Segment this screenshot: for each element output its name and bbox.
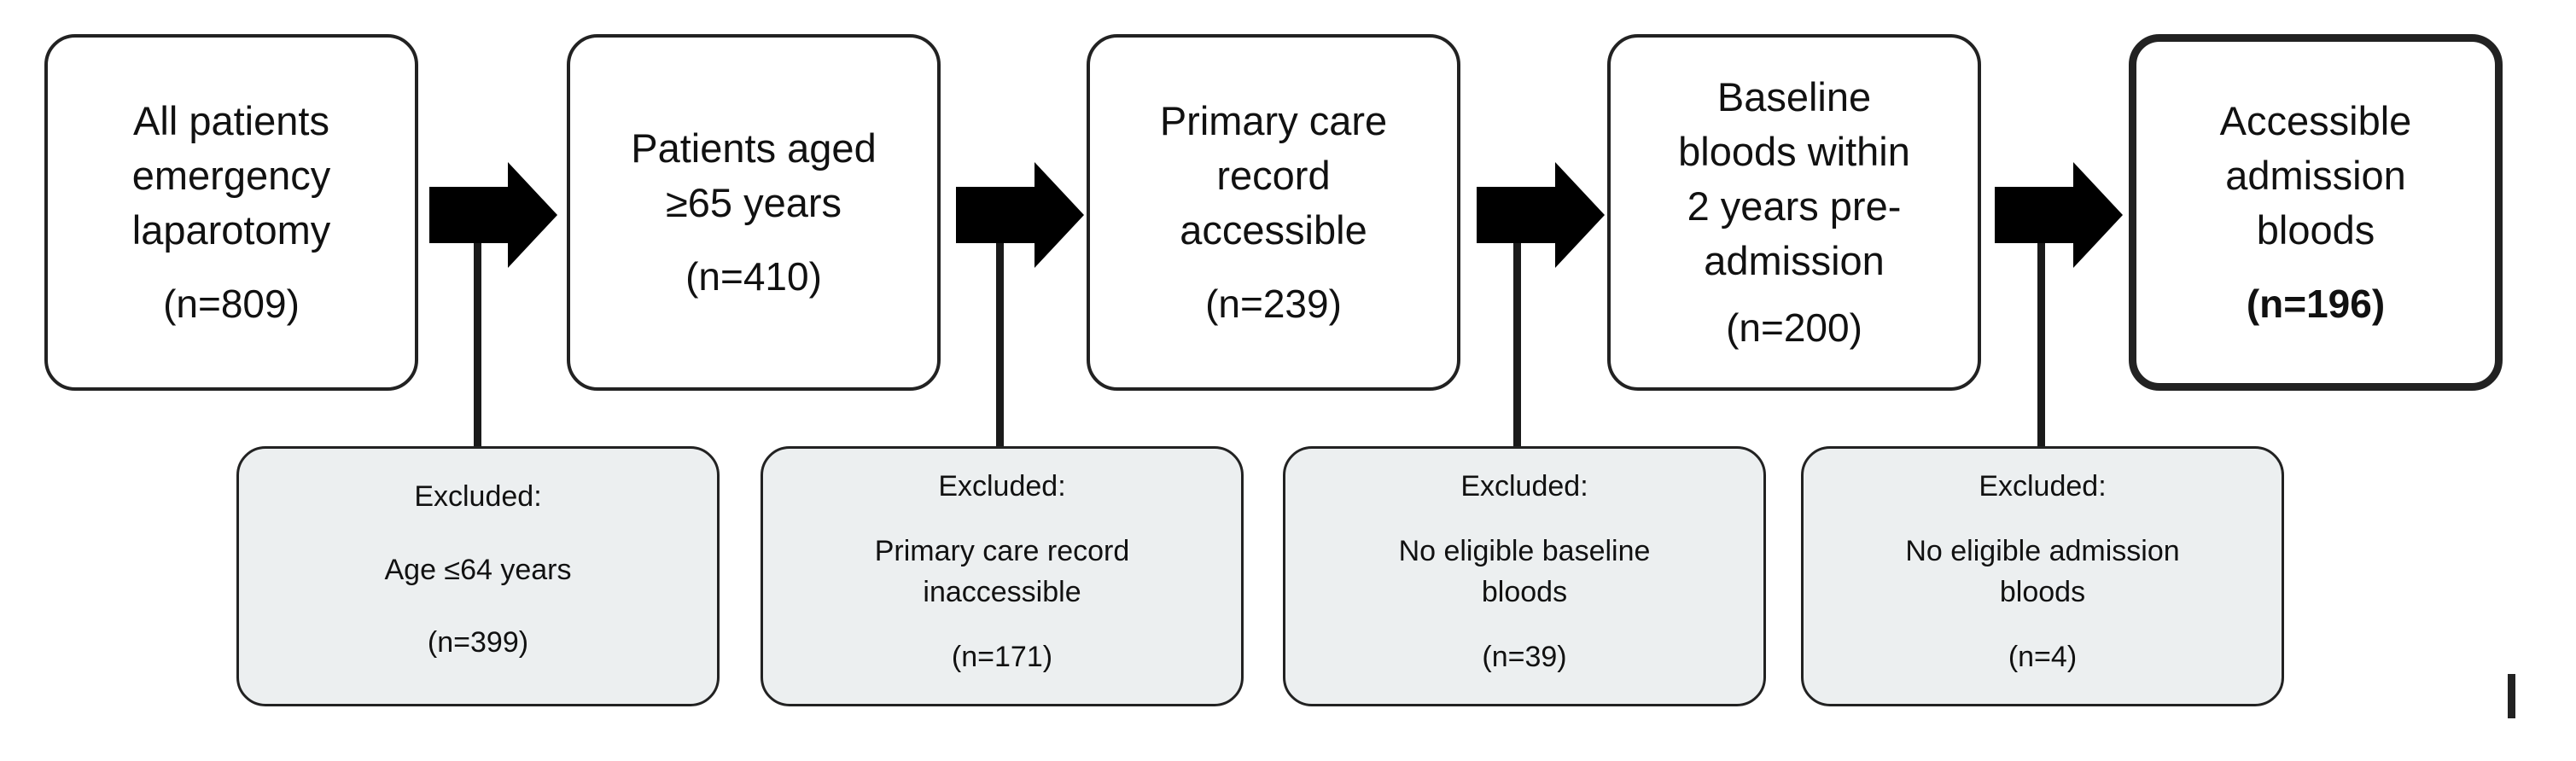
exclusion-heading: Excluded: [414, 480, 542, 513]
exclusion-reason-line: inaccessible [923, 576, 1081, 608]
exclusion-count: (n=39) [1482, 641, 1567, 673]
step-box-record-accessible: Primary care record accessible (n=239) [1087, 34, 1460, 391]
step-box-all-patients: All patients emergency laparotomy (n=809… [44, 34, 418, 391]
step-title-line: 2 years pre- [1687, 183, 1902, 229]
step-title-line: Baseline [1716, 74, 1872, 119]
step-count: (n=200) [1726, 305, 1862, 350]
step-title-line: emergency [131, 153, 331, 198]
step-title: Accessible admission bloods [2220, 94, 2412, 258]
connector-3 [1477, 162, 1605, 449]
step-title: Baseline bloods within 2 years pre- admi… [1678, 70, 1910, 288]
step-title: Primary care record accessible [1160, 94, 1387, 258]
step-title-line: Primary care [1159, 98, 1388, 143]
step-count: (n=410) [685, 254, 822, 299]
step-title-line: Accessible [2219, 98, 2412, 143]
exclusion-box-age: Excluded: Age ≤64 years (n=399) [236, 446, 720, 706]
step-box-baseline-bloods: Baseline bloods within 2 years pre- admi… [1607, 34, 1981, 391]
connector-1 [429, 162, 557, 449]
exclusion-reason: Age ≤64 years [239, 549, 717, 590]
exclusion-heading: Excluded: [1979, 470, 2107, 502]
step-title-line: ≥65 years [665, 180, 842, 225]
step-count: (n=239) [1205, 282, 1342, 326]
exclusion-reason-line: No eligible baseline [1398, 535, 1651, 567]
step-title-line: laparotomy [131, 207, 331, 253]
step-title: All patients emergency laparotomy [132, 94, 331, 258]
exclusion-box-admission: Excluded: No eligible admission bloods (… [1801, 446, 2284, 706]
exclusion-box-record: Excluded: Primary care record inaccessib… [761, 446, 1244, 706]
step-box-final-cohort: Accessible admission bloods (n=196) [2129, 34, 2503, 391]
step-title-line: All patients [133, 98, 329, 143]
step-title-line: Patients aged [631, 125, 877, 171]
connector-4 [1995, 162, 2123, 449]
step-title-line: bloods [2256, 207, 2375, 253]
step-box-aged-65: Patients aged ≥65 years (n=410) [567, 34, 941, 391]
exclusion-reason-line: bloods [1481, 576, 1568, 608]
connector-2 [956, 162, 1084, 449]
exclusion-reason: No eligible baseline bloods [1285, 531, 1763, 613]
exclusion-reason-line: No eligible admission [1905, 535, 2180, 567]
step-title-line: bloods within [1678, 129, 1910, 174]
step-title-line: accessible [1180, 207, 1367, 253]
exclusion-box-baseline: Excluded: No eligible baseline bloods (n… [1283, 446, 1766, 706]
step-title: Patients aged ≥65 years [631, 121, 876, 230]
edge-mark [2508, 674, 2515, 718]
exclusion-reason: No eligible admission bloods [1804, 531, 2282, 613]
exclusion-heading: Excluded: [938, 470, 1066, 502]
exclusion-reason-line: Primary care record [874, 535, 1130, 567]
exclusion-count: (n=399) [427, 626, 529, 659]
exclusion-reason-line: Age ≤64 years [384, 554, 572, 586]
step-count: (n=809) [163, 282, 300, 326]
step-title-line: admission [2225, 153, 2406, 198]
exclusion-reason: Primary care record inaccessible [763, 531, 1241, 613]
final-count: (n=196) [2246, 282, 2386, 326]
exclusion-count: (n=171) [951, 641, 1053, 673]
step-title-line: admission [1704, 238, 1885, 283]
exclusion-reason-line: bloods [1999, 576, 2086, 608]
exclusion-count: (n=4) [2008, 641, 2078, 673]
step-title-line: record [1216, 153, 1331, 198]
exclusion-heading: Excluded: [1460, 470, 1588, 502]
